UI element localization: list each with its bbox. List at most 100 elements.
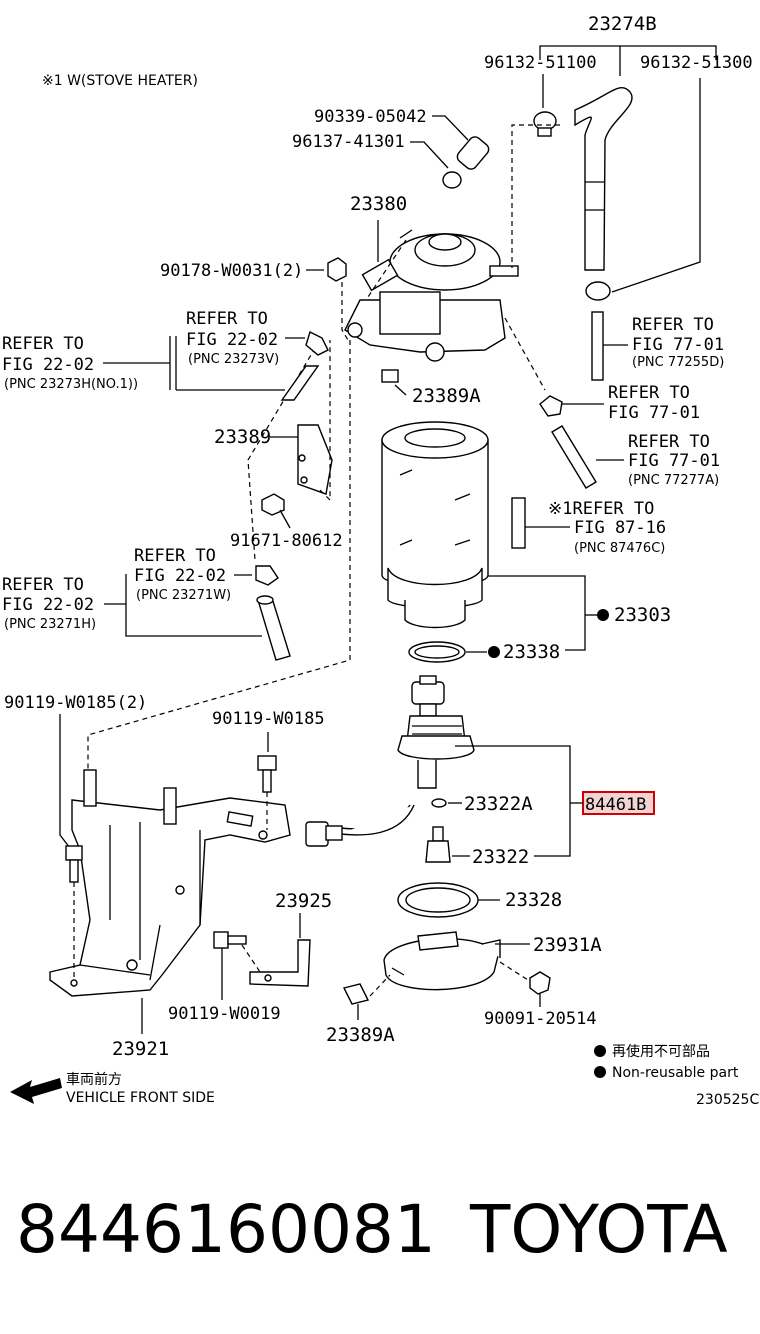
ref-87-16-line2: FIG 87-16 xyxy=(574,518,666,538)
leader-96137 xyxy=(410,141,449,169)
bracket-ref1 xyxy=(103,336,171,390)
ref-22-02-b-line1: REFER TO xyxy=(186,309,268,329)
gasket-23328 xyxy=(397,882,479,918)
callout-23338: 23338 xyxy=(503,641,560,663)
bolt-91671 xyxy=(261,493,285,516)
callout-23389A-bottom: 23389A xyxy=(326,1024,395,1046)
screw-90091 xyxy=(529,971,551,995)
bolt-90119-left xyxy=(65,845,83,883)
filter-head-23380 xyxy=(344,229,519,362)
bracket-23271H xyxy=(104,574,262,637)
diagram-code: 230525C xyxy=(696,1092,759,1108)
part-number: 8446160081 xyxy=(16,1191,436,1268)
ref-77-01-c-line1: REFER TO xyxy=(628,432,710,452)
fuel-filter-23303 xyxy=(381,421,489,629)
hose-77277A xyxy=(551,425,597,489)
hose-clamp-bottom xyxy=(585,281,611,301)
bracket-23389 xyxy=(297,424,333,495)
bracket-23925 xyxy=(249,939,311,987)
bolt-90119-right xyxy=(257,755,277,793)
leader-23274B xyxy=(539,45,717,76)
legend-dot-jp xyxy=(594,1045,606,1057)
hose-23274B xyxy=(574,87,633,271)
clip-23389A-top xyxy=(381,369,399,383)
plug-23322 xyxy=(425,826,451,863)
ref-87-16-line3: (PNC 87476C) xyxy=(574,541,665,556)
dash-90091 xyxy=(499,961,529,981)
ref-22-02-b-line3: (PNC 23273V) xyxy=(188,352,279,367)
nut-90178 xyxy=(327,257,347,282)
nonreusable-dot-23338 xyxy=(488,646,500,658)
union-77-01 xyxy=(539,395,563,417)
footer: 8446160081 TOYOTA xyxy=(0,1190,760,1270)
ring-23931A xyxy=(383,931,501,991)
legend-dot-en xyxy=(594,1066,606,1078)
leader-96132-51300 xyxy=(611,78,701,293)
bracket-23921 xyxy=(49,797,291,997)
hose-union-22-02 xyxy=(280,331,329,401)
callout-23322A: 23322A xyxy=(464,793,533,815)
callout-90119-W0185: 90119-W0185 xyxy=(212,709,325,729)
dash-96137 xyxy=(365,239,407,301)
hose-23271H xyxy=(256,595,291,661)
pipe-77255D xyxy=(591,311,604,381)
ref-22-02-b-line2: FIG 22-02 xyxy=(186,330,278,350)
callout-23380: 23380 xyxy=(350,193,407,215)
callout-23389: 23389 xyxy=(214,426,271,448)
dash-23389 xyxy=(319,340,331,502)
plug-90339 xyxy=(456,136,490,170)
dash-clamp-top xyxy=(511,124,560,268)
callout-23389A-top: 23389A xyxy=(412,385,481,407)
nonreusable-dot-23303 xyxy=(597,609,609,621)
ref-22-02-a-line1: REFER TO xyxy=(2,334,84,354)
leader-91671 xyxy=(279,509,291,529)
sensor-84461B xyxy=(397,675,475,789)
hose-clamp-top xyxy=(533,111,557,137)
leader-23389A-top xyxy=(394,384,407,396)
brand-name: TOYOTA xyxy=(470,1191,728,1268)
callout-23274B: 23274B xyxy=(588,13,657,35)
dash-23389A-bottom xyxy=(369,974,391,997)
ref-22-02-a-line3: (PNC 23273H(NO.1)) xyxy=(4,377,138,392)
o-ring-23322A xyxy=(431,798,447,808)
callout-96137-41301: 96137-41301 xyxy=(292,132,405,152)
o-ring-23338 xyxy=(408,641,466,663)
callout-23328: 23328 xyxy=(505,889,562,911)
front-arrow-icon xyxy=(10,1078,62,1104)
callout-23931A: 23931A xyxy=(533,934,602,956)
callout-90119-W0019: 90119-W0019 xyxy=(168,1004,281,1024)
bracket-23303 xyxy=(488,575,586,651)
callout-23303: 23303 xyxy=(614,604,671,626)
callout-23925: 23925 xyxy=(275,890,332,912)
ref-77-01-a-line2: FIG 77-01 xyxy=(632,335,724,355)
dash-77-01 xyxy=(504,317,546,391)
bolt-90119-W0019 xyxy=(213,931,247,949)
callout-96132-51300: 96132-51300 xyxy=(640,53,753,73)
bracket-84461B xyxy=(455,745,571,857)
ref-77-01-b-line2: FIG 77-01 xyxy=(608,403,700,423)
gasket-96137 xyxy=(442,171,462,189)
sensor-wire xyxy=(305,804,415,847)
ref-22-02-a-line2: FIG 22-02 xyxy=(2,355,94,375)
dash-90178 xyxy=(341,282,349,341)
leader-90119-2 xyxy=(59,714,71,849)
bracket-ref2 xyxy=(175,336,285,391)
callout-90339-05042: 90339-05042 xyxy=(314,107,427,127)
callout-96132-51100: 96132-51100 xyxy=(484,53,597,73)
hose-bands xyxy=(585,181,605,211)
callout-90119-W0185-2: 90119-W0185(2) xyxy=(4,693,147,713)
callout-90178-W0031: 90178-W0031(2) xyxy=(160,261,303,281)
front-label-en: VEHICLE FRONT SIDE xyxy=(66,1090,215,1106)
stud-right xyxy=(163,787,177,825)
stud-left xyxy=(83,769,97,807)
ref-22-02-c-line1: REFER TO xyxy=(134,546,216,566)
callout-91671-80612: 91671-80612 xyxy=(230,531,343,551)
callout-90091-20514: 90091-20514 xyxy=(484,1009,597,1029)
ref-77-01-c-line3: (PNC 77277A) xyxy=(628,473,719,488)
ref-77-01-a-line1: REFER TO xyxy=(632,315,714,335)
ref-87-16-line1: ※1REFER TO xyxy=(548,499,654,519)
ref-77-01-c-line2: FIG 77-01 xyxy=(628,451,720,471)
stove-heater-note: ※1 W(STOVE HEATER) xyxy=(42,73,198,89)
ref-22-02-d-line2: FIG 22-02 xyxy=(2,595,94,615)
